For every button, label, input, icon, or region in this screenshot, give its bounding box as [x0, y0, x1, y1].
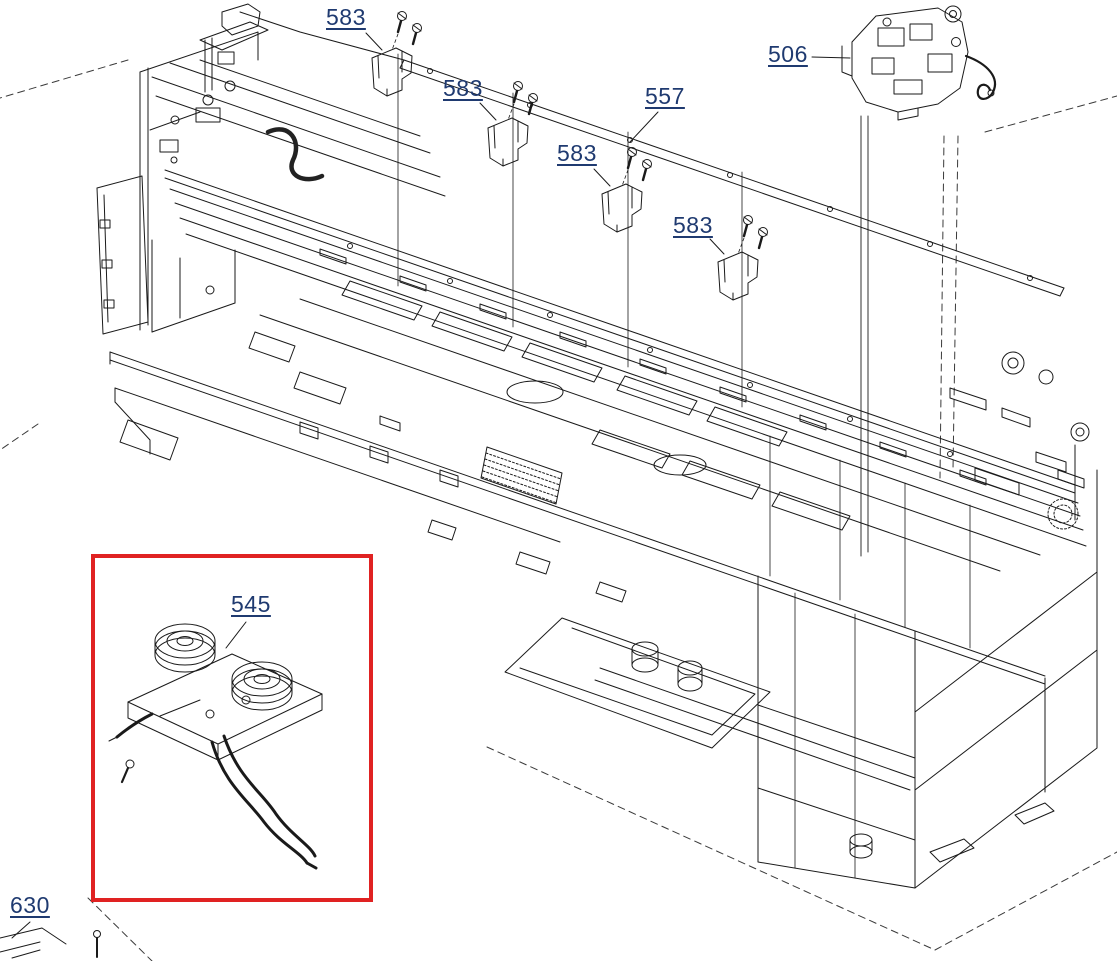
pump-545-drawing — [108, 623, 323, 870]
right-mechanism-drawing — [949, 351, 1090, 530]
screw-icon — [125, 759, 135, 769]
carriage-rail-drawing — [164, 53, 1087, 547]
top-bar-557-drawing — [399, 59, 1065, 297]
upper-riser-drawing — [151, 11, 446, 197]
callout-583-b[interactable]: 583 — [443, 75, 483, 101]
lower-tray-drawing — [504, 617, 916, 791]
left-panel-drawing — [96, 3, 269, 335]
vent-grille-drawing — [480, 446, 563, 505]
callout-545[interactable]: 545 — [231, 591, 271, 617]
highlight-box-545 — [91, 554, 373, 902]
callout-557[interactable]: 557 — [645, 83, 685, 109]
callout-630[interactable]: 630 — [10, 892, 50, 918]
callout-583-d[interactable]: 583 — [673, 212, 713, 238]
part-506-drawing — [841, 5, 996, 557]
screw-icon — [93, 930, 101, 938]
callout-583-a[interactable]: 583 — [326, 4, 366, 30]
phantom-lines — [0, 59, 1117, 961]
callout-506[interactable]: 506 — [768, 41, 808, 67]
deck-drawing — [109, 280, 1046, 685]
leader-lines — [11, 32, 851, 939]
part-630-drawing — [0, 927, 101, 959]
callout-583-c[interactable]: 583 — [557, 140, 597, 166]
right-block-drawing — [757, 469, 1098, 889]
